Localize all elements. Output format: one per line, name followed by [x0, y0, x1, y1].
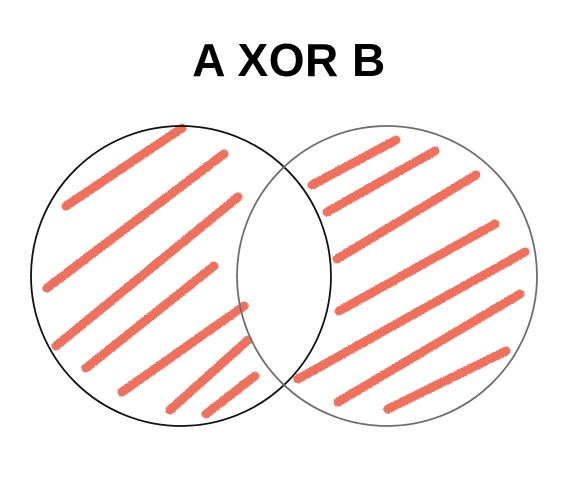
hatch-stroke — [117, 301, 249, 397]
hatch-stroke — [61, 123, 187, 211]
hatch-stroke — [165, 335, 253, 415]
hatch-stroke — [81, 261, 219, 373]
circle-a — [30, 125, 332, 427]
region-a-only-hatching — [42, 123, 260, 419]
hatch-stroke — [383, 346, 511, 414]
region-b-only-hatching — [293, 135, 530, 414]
hatch-stroke — [42, 149, 229, 293]
hatch-stroke — [293, 247, 530, 384]
circle-b — [236, 125, 538, 427]
hatch-stroke — [201, 371, 260, 419]
diagram-title: A XOR B — [192, 34, 386, 86]
hatch-stroke — [322, 146, 440, 217]
hatch-stroke — [333, 289, 525, 407]
hatch-stroke — [307, 135, 401, 190]
hatch-stroke — [51, 192, 243, 351]
hatch-stroke — [332, 170, 481, 264]
hatch-stroke — [334, 219, 500, 316]
